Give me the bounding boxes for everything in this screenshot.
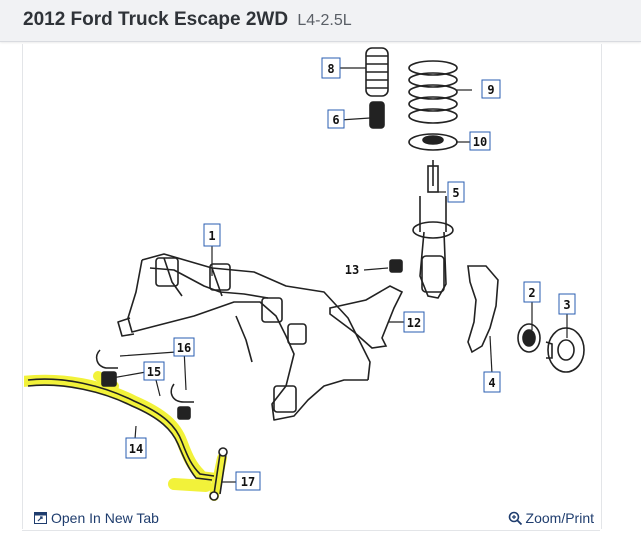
callout-15: 15 — [143, 361, 165, 381]
callout-9: 9 — [481, 79, 501, 99]
diagram-footer: Open In New Tab Zoom/Print — [22, 506, 600, 530]
svg-text:16: 16 — [177, 341, 191, 355]
callout-3: 3 — [558, 293, 576, 315]
stabilizer-bar — [27, 371, 228, 501]
svg-text:15: 15 — [147, 365, 161, 379]
callout-8: 8 — [321, 57, 341, 79]
knuckle-hub — [467, 265, 585, 373]
callout-14: 14 — [125, 437, 147, 459]
callout-labels: 1 2 3 4 5 6 8 9 10 12 13 14 15 16 17 — [125, 57, 576, 491]
svg-text:9: 9 — [487, 83, 494, 97]
svg-text:13: 13 — [345, 263, 359, 277]
footer-divider — [22, 530, 600, 531]
callout-16: 16 — [173, 337, 195, 357]
zoom-print-label: Zoom/Print — [525, 510, 594, 526]
callout-1: 1 — [203, 223, 221, 247]
strut-assembly — [365, 47, 458, 299]
zoom-print-link[interactable]: Zoom/Print — [508, 510, 594, 526]
svg-text:1: 1 — [208, 229, 215, 243]
callout-lines — [111, 67, 568, 483]
diagram-card: 1 2 3 4 5 6 8 9 10 12 13 14 15 16 17 — [22, 44, 602, 529]
callout-2: 2 — [523, 281, 541, 303]
open-in-new-tab-label: Open In New Tab — [51, 510, 159, 526]
svg-text:3: 3 — [563, 298, 570, 312]
svg-text:2: 2 — [528, 286, 535, 300]
callout-5: 5 — [447, 181, 465, 203]
svg-text:10: 10 — [473, 135, 487, 149]
svg-text:14: 14 — [129, 442, 143, 456]
callout-12: 12 — [403, 311, 425, 333]
new-tab-icon — [34, 512, 47, 524]
zoom-icon — [508, 511, 522, 525]
control-arm — [329, 259, 404, 349]
open-in-new-tab-link[interactable]: Open In New Tab — [34, 510, 159, 526]
stabilizer-highlight — [24, 371, 227, 501]
svg-text:5: 5 — [452, 186, 459, 200]
svg-text:6: 6 — [332, 113, 339, 127]
svg-text:4: 4 — [488, 376, 495, 390]
callout-6: 6 — [327, 109, 345, 129]
suspension-diagram: 1 2 3 4 5 6 8 9 10 12 13 14 15 16 17 — [24, 47, 585, 501]
svg-text:12: 12 — [407, 316, 421, 330]
engine-label: L4-2.5L — [297, 12, 352, 29]
subframe — [117, 253, 371, 421]
vehicle-title: 2012 Ford Truck Escape 2WD — [23, 9, 289, 30]
svg-text:8: 8 — [327, 62, 334, 76]
page-header: 2012 Ford Truck Escape 2WD L4-2.5L — [0, 0, 641, 42]
callout-4: 4 — [483, 371, 501, 393]
callout-13: 13 — [342, 260, 364, 278]
page-title: 2012 Ford Truck Escape 2WD L4-2.5L — [23, 9, 352, 31]
callout-17: 17 — [235, 471, 261, 491]
bushings — [95, 349, 194, 403]
callout-10: 10 — [469, 131, 491, 151]
svg-text:17: 17 — [241, 475, 255, 489]
